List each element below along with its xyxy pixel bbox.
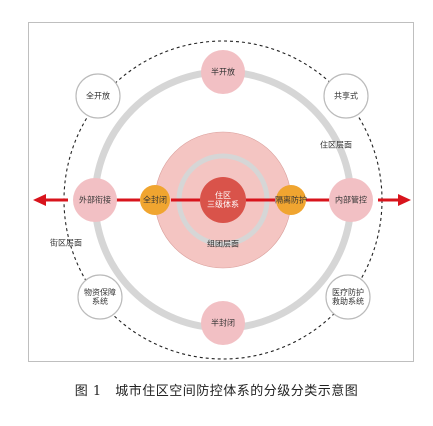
- outer-node-bottom-left: [77, 274, 123, 320]
- core-label-line1: 住区: [215, 190, 231, 200]
- inner-node-right: [276, 185, 306, 215]
- outer-bottom-left-line1: 物资保障: [84, 287, 116, 297]
- arrow-right-head: [398, 194, 411, 206]
- outer-bottom-right-line1: 医疗防护: [332, 287, 364, 297]
- outer-node-top-right: [323, 73, 369, 119]
- arrow-left-head: [33, 194, 46, 206]
- middle-node-left: [73, 178, 117, 222]
- core-node: [200, 177, 246, 223]
- inner-left-label: 全封闭: [143, 195, 167, 205]
- middle-top-label: 半开放: [211, 67, 235, 77]
- middle-bottom-label: 半封闭: [211, 318, 235, 328]
- outer-bottom-right-label: 医疗防护 救助系统: [332, 288, 364, 306]
- outer-bottom-right-line2: 救助系统: [332, 297, 364, 306]
- middle-left-label: 外部衔接: [79, 195, 111, 205]
- outer-top-right-label: 共享式: [334, 91, 358, 101]
- core-label: 住区 三级体系: [207, 191, 239, 209]
- outer-bottom-left-label: 物资保障 系统: [84, 288, 116, 306]
- inner-node-left: [140, 185, 170, 215]
- inner-right-label: 隔离防护: [275, 195, 307, 205]
- middle-zone-label: 住区层面: [320, 140, 352, 150]
- middle-node-top: [201, 50, 245, 94]
- middle-node-bottom: [201, 301, 245, 345]
- inner-zone-label: 组团层面: [207, 239, 239, 249]
- figure-caption: 图 1 城市住区空间防控体系的分级分类示意图: [74, 384, 359, 399]
- outer-top-left-label: 全开放: [86, 91, 110, 101]
- outer-node-top-left: [75, 73, 121, 119]
- middle-node-right: [329, 178, 373, 222]
- outer-bottom-left-line2: 系统: [92, 297, 108, 306]
- core-label-line2: 三级体系: [207, 200, 239, 209]
- outer-zone-label: 街区层面: [50, 238, 82, 248]
- outer-node-bottom-right: [325, 274, 371, 320]
- middle-right-label: 内部管控: [335, 195, 367, 205]
